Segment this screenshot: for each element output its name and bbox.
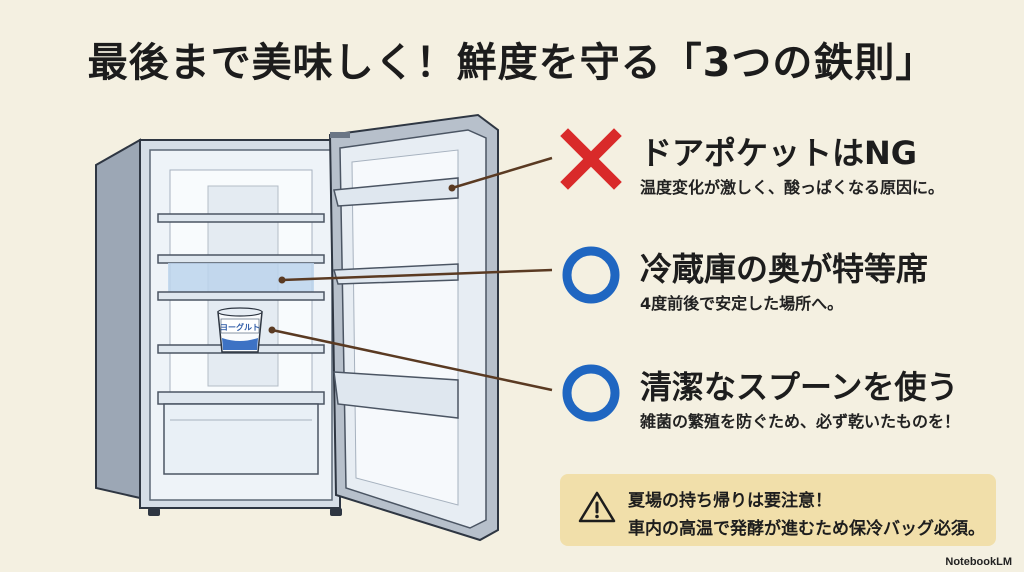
rule-heading: 冷蔵庫の奥が特等席 bbox=[640, 250, 929, 288]
warning-line-1: 夏場の持ち帰りは要注意！ bbox=[628, 491, 832, 511]
x-mark-icon bbox=[560, 128, 622, 190]
brand-watermark: NotebookLM bbox=[945, 556, 1012, 568]
yogurt-label: ヨーグルト bbox=[220, 322, 260, 332]
circle-mark-icon bbox=[562, 364, 620, 422]
rule-heading: 清潔なスプーンを使う bbox=[640, 368, 959, 406]
warning-icon bbox=[578, 491, 616, 523]
rule-detail: 温度変化が激しく、酸っぱくなる原因に。 bbox=[640, 178, 945, 197]
rule-detail: 雑菌の繁殖を防ぐため、必ず乾いたものを！ bbox=[640, 412, 961, 431]
crisper-drawer bbox=[163, 403, 319, 475]
door-pocket bbox=[333, 177, 459, 207]
fridge-door bbox=[328, 113, 499, 542]
fridge-shelves bbox=[157, 213, 325, 475]
rule-heading: ドアポケットはNG bbox=[640, 134, 918, 172]
page-title: 最後まで美味しく！鮮度を守る「3つの鉄則」 bbox=[87, 40, 937, 86]
leader-lines bbox=[271, 156, 553, 392]
summer-warning-box: 夏場の持ち帰りは要注意！ 車内の高温で発酵が進むため保冷バッグ必須。 bbox=[560, 474, 996, 546]
warning-line-2: 車内の高温で発酵が進むため保冷バッグ必須。 bbox=[628, 519, 985, 539]
circle-mark-icon bbox=[562, 246, 620, 304]
yogurt-cup: ヨーグルト bbox=[217, 307, 263, 353]
rule-detail: 4度前後で安定した場所へ。 bbox=[640, 294, 844, 313]
back-zone-highlight bbox=[168, 263, 314, 293]
